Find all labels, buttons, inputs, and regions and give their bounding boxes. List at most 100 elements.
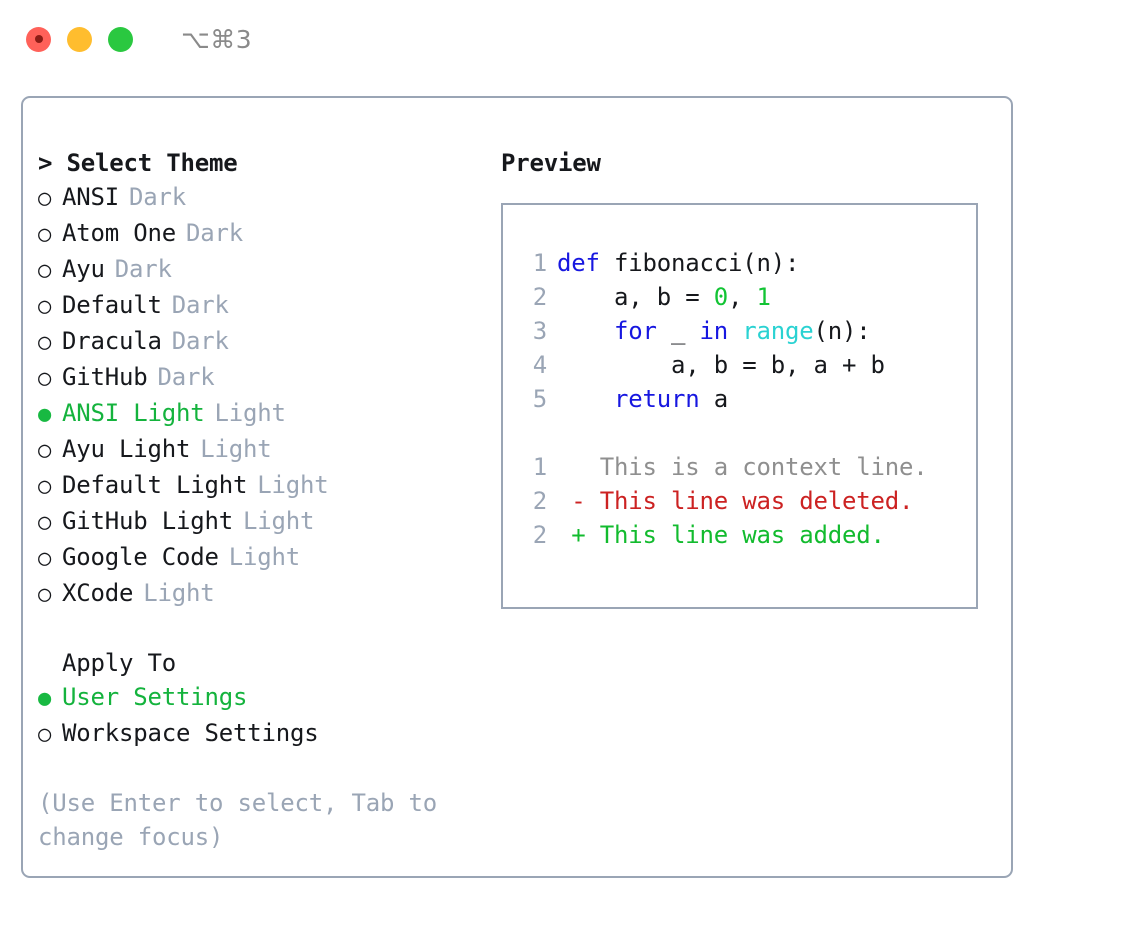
radio-unselected-icon: ○ [38, 722, 52, 747]
code-token-txt: fibonacci(n): [599, 249, 800, 277]
code-token-txt: a [699, 385, 728, 413]
preview-heading: Preview [501, 149, 601, 177]
code-token-fn: range [742, 317, 814, 345]
theme-variant-badge: Dark [171, 327, 229, 355]
code-token-num: 1 [756, 283, 771, 311]
theme-option-label: Dracula [62, 327, 162, 355]
code-token-del: - This line was deleted. [557, 487, 914, 515]
theme-variant-badge: Light [143, 579, 215, 607]
theme-option-label: Ayu [62, 255, 105, 283]
theme-variant-badge: Light [243, 507, 315, 535]
line-number: 5 [532, 385, 547, 413]
theme-option-2[interactable]: ○ Ayu Dark [38, 252, 501, 288]
code-line: 1 def fibonacci(n): [521, 246, 976, 280]
radio-unselected-icon: ○ [38, 546, 52, 571]
code-diff-spacer [521, 416, 976, 450]
theme-option-4[interactable]: ○ Dracula Dark [38, 324, 501, 360]
code-token-kw: in [699, 317, 729, 345]
theme-option-10[interactable]: ○ Google Code Light [38, 540, 501, 576]
title-bar: ⌥⌘3 [0, 0, 1140, 78]
line-number: 4 [532, 351, 547, 379]
code-token-txt: a, b = b, a + b [557, 351, 885, 379]
theme-option-label: ANSI [62, 183, 119, 211]
code-token-add: + This line was added. [557, 521, 885, 549]
radio-unselected-icon: ○ [38, 330, 52, 355]
radio-unselected-icon: ○ [38, 258, 52, 283]
theme-variant-badge: Dark [186, 219, 243, 247]
radio-unselected-icon: ○ [38, 582, 52, 607]
theme-option-label: Atom One [62, 219, 176, 247]
theme-variant-badge: Dark [114, 255, 172, 283]
theme-option-11[interactable]: ○ XCode Light [38, 576, 501, 612]
radio-selected-icon: ● [38, 402, 52, 427]
diff-sample: 1 This is a context line. 2 - This line w… [521, 450, 976, 552]
radio-unselected-icon: ○ [38, 186, 52, 211]
code-token-txt [728, 317, 742, 345]
theme-variant-badge: Light [228, 543, 300, 571]
code-line: 2 a, b = 0, 1 [521, 280, 976, 314]
apply-to-option-label: Workspace Settings [62, 719, 319, 747]
code-token-ctx: This is a context line. [557, 453, 928, 481]
code-line: 5 return a [521, 382, 976, 416]
list-spacer [38, 612, 501, 646]
radio-unselected-icon: ○ [38, 294, 52, 319]
theme-option-label: Default [62, 291, 162, 319]
radio-unselected-icon: ○ [38, 510, 52, 535]
code-token-txt: , [728, 283, 757, 311]
code-token-kw: for [614, 317, 657, 345]
code-token-kw: return [614, 385, 700, 413]
code-token-txt: _ [656, 317, 700, 345]
theme-variant-badge: Light [257, 471, 329, 499]
line-number: 1 [532, 249, 547, 277]
apply-to-option-0[interactable]: ● User Settings [38, 680, 501, 716]
radio-selected-icon: ● [38, 686, 52, 711]
code-token-txt: a, b = [557, 283, 714, 311]
theme-option-label: XCode [62, 579, 134, 607]
maximize-button[interactable] [108, 26, 133, 52]
diff-line: 2 + This line was added. [521, 518, 976, 552]
close-button[interactable] [26, 26, 51, 52]
line-number: 2 [532, 521, 547, 549]
code-line: 4 a, b = b, a + b [521, 348, 976, 382]
theme-option-0[interactable]: ○ ANSI Dark [38, 180, 501, 216]
theme-option-label: Google Code [62, 543, 219, 571]
window-controls [26, 26, 133, 52]
minimize-button[interactable] [67, 26, 92, 52]
theme-variant-badge: Dark [129, 183, 186, 211]
apply-to-option-label: User Settings [62, 683, 248, 711]
theme-option-label: GitHub [62, 363, 148, 391]
radio-unselected-icon: ○ [38, 474, 52, 499]
theme-variant-badge: Dark [171, 291, 229, 319]
apply-to-list: ● User Settings ○ Workspace Settings [38, 680, 501, 752]
radio-unselected-icon: ○ [38, 438, 52, 463]
diff-line: 1 This is a context line. [521, 450, 976, 484]
theme-variant-badge: Light [214, 399, 286, 427]
radio-unselected-icon: ○ [38, 366, 52, 391]
code-token-kw: def [557, 249, 600, 277]
keyboard-shortcut-label: ⌥⌘3 [181, 24, 253, 54]
theme-option-label: Ayu Light [62, 435, 191, 463]
apply-to-option-1[interactable]: ○ Workspace Settings [38, 716, 501, 752]
code-token-num: 0 [713, 283, 728, 311]
theme-option-5[interactable]: ○ GitHub Dark [38, 360, 501, 396]
theme-variant-badge: Dark [157, 363, 215, 391]
apply-to-heading: Apply To [62, 649, 176, 677]
code-token-txt: (n): [813, 317, 871, 345]
select-theme-heading: > Select Theme [38, 149, 238, 177]
code-line: 3 for _ in range(n): [521, 314, 976, 348]
theme-option-3[interactable]: ○ Default Dark [38, 288, 501, 324]
line-number: 2 [532, 283, 547, 311]
